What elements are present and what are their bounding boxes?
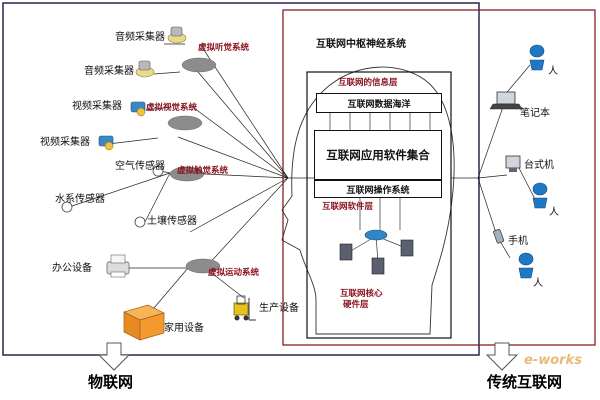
head-silhouette <box>281 66 455 335</box>
core-frame <box>306 71 452 339</box>
phone-label: 手机 <box>508 236 528 247</box>
virtual-vision-label: 虚拟视觉系统 <box>146 103 198 113</box>
network-switch-icon <box>364 229 388 241</box>
air-sensor-label: 空气传感器 <box>115 161 165 172</box>
desktop-icon <box>505 155 521 172</box>
core-hardware-cluster <box>339 229 414 275</box>
watermark-logo: e-works <box>524 353 582 368</box>
person-icon-2 <box>532 182 548 209</box>
video-collector-icon-1 <box>130 101 146 117</box>
person-icon-1 <box>529 44 545 71</box>
virtual-motion-label: 虚拟运动系统 <box>208 268 260 278</box>
home-appliance-label: 家用设备 <box>164 323 204 334</box>
desktop-label: 台式机 <box>524 160 554 171</box>
video-collector-label-2: 视频采集器 <box>40 137 90 148</box>
soil-sensor-label: 土壤传感器 <box>147 216 197 227</box>
sensor-circles <box>61 165 164 228</box>
app-software-box: 互联网应用软件集合 <box>314 130 442 180</box>
person-label-3: 人 <box>533 278 543 289</box>
layer-arrows <box>329 113 431 230</box>
person-icon-3 <box>518 252 534 279</box>
virtual-touch-label: 虚拟触觉系统 <box>177 166 229 176</box>
production-equipment-label: 生产设备 <box>259 303 299 314</box>
video-collector-label-1: 视频采集器 <box>72 101 122 112</box>
iot-bottom-label: 物联网 <box>88 373 134 391</box>
laptop-icon <box>489 91 523 110</box>
iot-down-arrow <box>97 342 131 371</box>
audio-collector-icon-2 <box>135 60 155 78</box>
server-3-icon <box>400 239 414 257</box>
os-box: 互联网操作系统 <box>314 180 442 198</box>
water-sensor-circle <box>61 201 73 213</box>
internet-down-arrow <box>485 342 519 371</box>
person-label-2: 人 <box>549 207 559 218</box>
traditional-internet-bottom-label: 传统互联网 <box>487 373 563 391</box>
software-layer-label: 互联网软件层 <box>322 202 374 212</box>
hearing-node <box>181 57 217 73</box>
video-collector-icon-2 <box>98 135 114 151</box>
soil-sensor-circle <box>134 216 146 228</box>
server-1-icon <box>339 243 353 261</box>
hardware-layer-label-1: 互联网核心 <box>340 289 383 299</box>
server-2-icon <box>371 257 385 275</box>
iot-frame <box>2 2 480 356</box>
iot-link-lines <box>65 43 318 316</box>
printer-icon <box>106 254 130 278</box>
phone-icon <box>493 229 505 244</box>
air-sensor-circle <box>152 165 164 177</box>
audio-collector-icon-1 <box>167 26 187 44</box>
hub-nodes <box>167 57 221 274</box>
person-label-1: 人 <box>548 66 558 77</box>
data-ocean-box: 互联网数据海洋 <box>316 93 442 113</box>
motion-node <box>185 258 221 274</box>
audio-collector-label-1: 音频采集器 <box>115 32 165 43</box>
touch-node <box>169 166 205 182</box>
water-sensor-label: 水系传感器 <box>55 194 105 205</box>
info-layer-label: 互联网的信息层 <box>338 78 398 88</box>
audio-collector-label-2: 音频采集器 <box>84 66 134 77</box>
central-nervous-system-title: 互联网中枢神经系统 <box>316 39 406 50</box>
hardware-layer-label-2: 硬件层 <box>343 300 369 310</box>
virtual-hearing-label: 虚拟听觉系统 <box>198 43 250 53</box>
forklift-icon <box>233 295 256 321</box>
office-equipment-label: 办公设备 <box>52 263 92 274</box>
home-appliance-icon <box>123 304 165 341</box>
vision-node <box>167 115 203 131</box>
laptop-label: 笔记本 <box>520 108 550 119</box>
